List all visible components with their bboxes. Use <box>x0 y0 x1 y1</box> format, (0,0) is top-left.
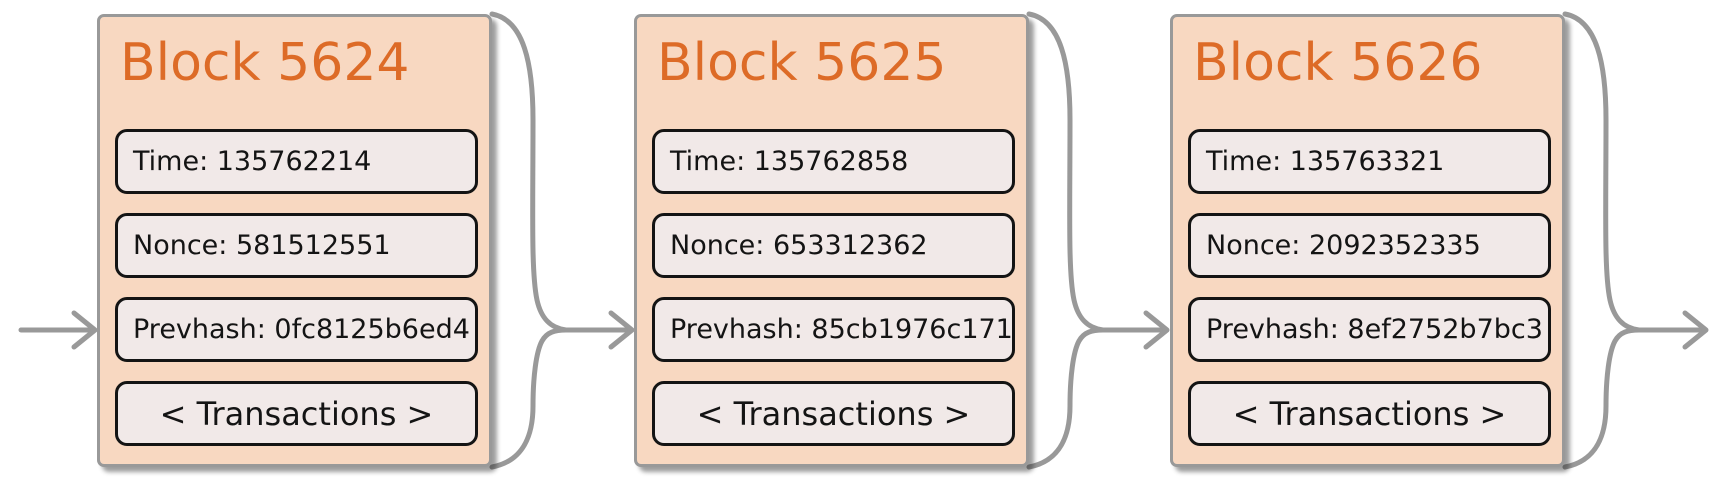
incoming-arrow-icon <box>18 310 98 350</box>
prevhash-field: Prevhash: 85cb1976c171 <box>652 297 1015 362</box>
brace-arrow-connector-1 <box>489 11 635 470</box>
brace-arrow-connector-2 <box>1026 11 1170 470</box>
block-title: Block 5624 <box>120 33 410 93</box>
transactions-button[interactable]: < Transactions > <box>115 381 478 446</box>
block-fields: Time: 135763321 Nonce: 2092352335 Prevha… <box>1188 129 1551 446</box>
block-card-3: Block 5626 Time: 135763321 Nonce: 209235… <box>1170 14 1565 467</box>
brace-arrow-connector-3 <box>1562 11 1709 470</box>
nonce-field: Nonce: 2092352335 <box>1188 213 1551 278</box>
time-field: Time: 135762858 <box>652 129 1015 194</box>
nonce-field: Nonce: 653312362 <box>652 213 1015 278</box>
block-card-2: Block 5625 Time: 135762858 Nonce: 653312… <box>634 14 1029 467</box>
block-fields: Time: 135762214 Nonce: 581512551 Prevhas… <box>115 129 478 446</box>
time-field: Time: 135763321 <box>1188 129 1551 194</box>
nonce-field: Nonce: 581512551 <box>115 213 478 278</box>
transactions-button[interactable]: < Transactions > <box>652 381 1015 446</box>
block-fields: Time: 135762858 Nonce: 653312362 Prevhas… <box>652 129 1015 446</box>
prevhash-field: Prevhash: 8ef2752b7bc3 <box>1188 297 1551 362</box>
block-title: Block 5626 <box>1193 33 1483 93</box>
time-field: Time: 135762214 <box>115 129 478 194</box>
transactions-button[interactable]: < Transactions > <box>1188 381 1551 446</box>
block-card-1: Block 5624 Time: 135762214 Nonce: 581512… <box>97 14 492 467</box>
block-title: Block 5625 <box>657 33 947 93</box>
prevhash-field: Prevhash: 0fc8125b6ed4 <box>115 297 478 362</box>
